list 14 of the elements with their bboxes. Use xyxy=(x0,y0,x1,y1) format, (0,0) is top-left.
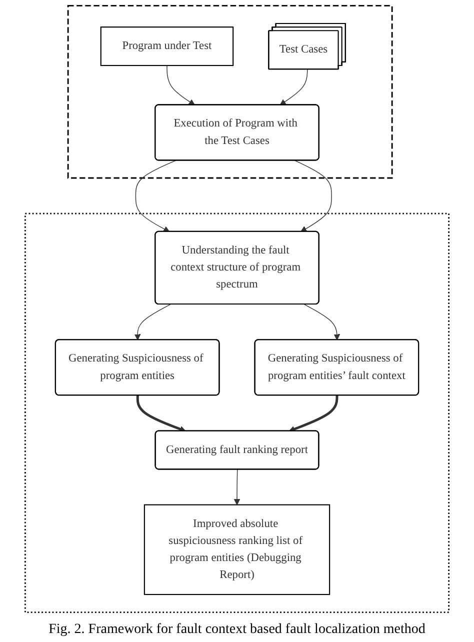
arrow xyxy=(234,469,240,506)
arrow xyxy=(288,395,338,432)
arrow xyxy=(166,65,195,106)
arrow xyxy=(304,304,340,340)
caption: Fig. 2. Framework for fault context based fault localization method xyxy=(48,621,426,639)
cluster xyxy=(67,4,393,179)
cluster xyxy=(24,212,450,614)
arrow xyxy=(280,69,308,106)
node-box: Program under Test xyxy=(100,26,234,66)
arrow xyxy=(136,395,186,432)
arrow xyxy=(135,160,176,232)
arrow xyxy=(134,304,171,340)
arrow xyxy=(294,160,332,232)
node-box: Improved absolute suspiciousness ranking list of program entities (Debugging Report) xyxy=(144,504,330,596)
